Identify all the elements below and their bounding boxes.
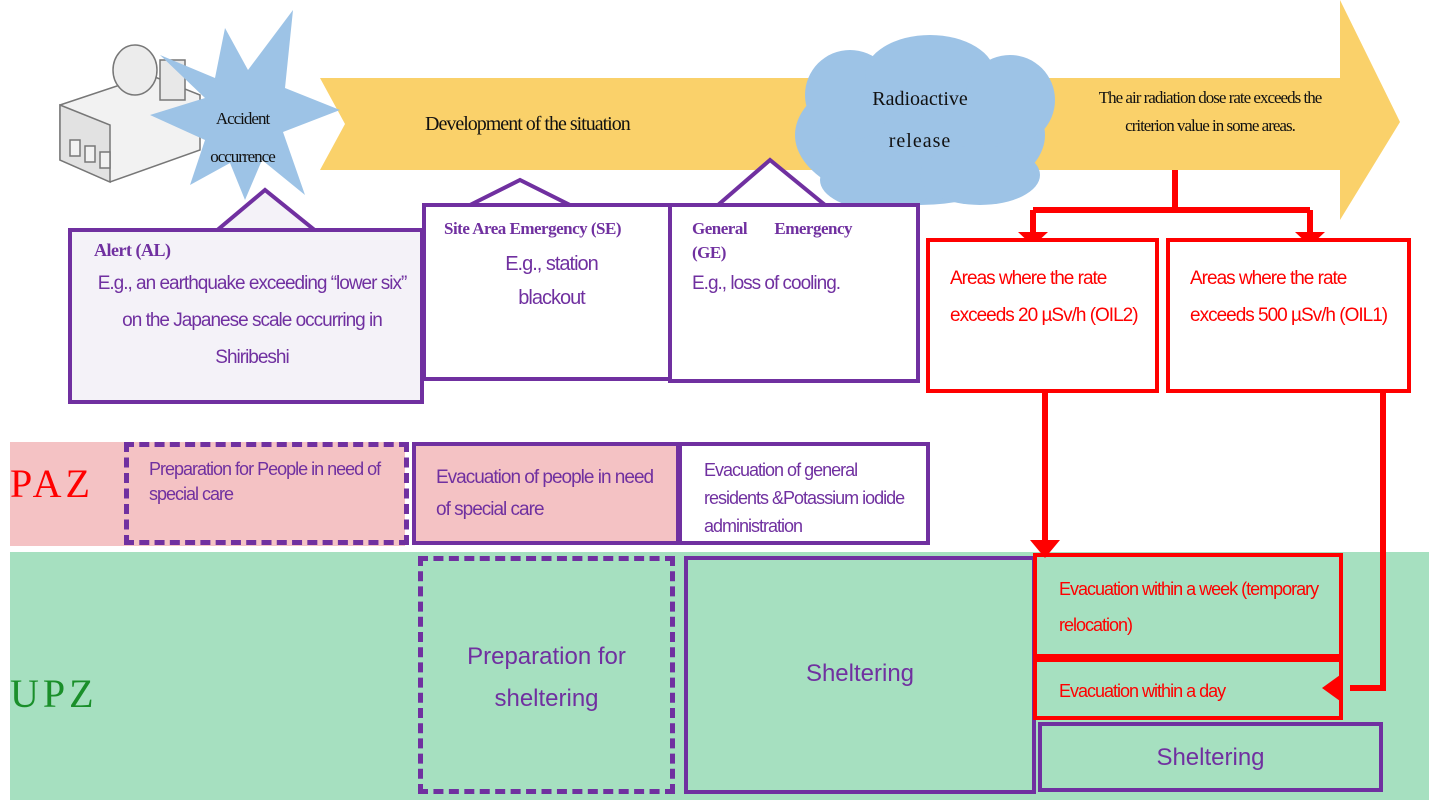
paz-prep-special-care-text: Preparation for People in need of specia… bbox=[149, 459, 381, 504]
alert-al-title: Alert (AL) bbox=[94, 240, 171, 260]
release-label-2: release bbox=[888, 130, 952, 152]
power-plant-icon bbox=[59, 44, 201, 184]
upz-sheltering-2-text: Sheltering bbox=[1156, 744, 1265, 771]
upz-band bbox=[10, 552, 1429, 800]
alert-al-box: Alert (AL) E.g., an earthquake exceeding… bbox=[68, 228, 424, 404]
upz-evac-day-box: Evacuation within a day bbox=[1033, 658, 1343, 720]
upz-evac-day-text: Evacuation within a day bbox=[1059, 681, 1226, 701]
development-label: Development of the situation bbox=[425, 113, 631, 135]
general-emergency-box: General Emergency (GE) E.g., loss of coo… bbox=[668, 203, 920, 383]
red-connectors bbox=[1030, 170, 1386, 691]
ge-example: E.g., loss of cooling. bbox=[692, 273, 841, 294]
paz-band bbox=[10, 442, 405, 546]
criterion-label: The air radiation dose rate exceeds the … bbox=[1098, 88, 1322, 135]
release-cloud bbox=[795, 35, 1055, 210]
alert-al-example: E.g., an earthquake exceeding “lower six… bbox=[97, 273, 408, 368]
upz-zone-label: UPZ bbox=[10, 671, 98, 716]
upz-evac-week-box: Evacuation within a week (temporary relo… bbox=[1033, 553, 1343, 658]
oil2-text: Areas where the rate exceeds 20 µSv/h (O… bbox=[950, 268, 1139, 326]
se-title: Site Area Emergency (SE) bbox=[444, 219, 622, 238]
upz-sheltering-text: Sheltering bbox=[805, 660, 915, 687]
paz-evac-general-text: Evacuation of general residents &Potassi… bbox=[704, 460, 905, 536]
paz-evac-special-care-box: Evacuation of people in need of special … bbox=[412, 442, 680, 545]
upz-prep-sheltering-box: Preparation for sheltering bbox=[418, 556, 675, 794]
ge-title: General Emergency (GE) bbox=[692, 219, 853, 262]
paz-evac-general-box: Evacuation of general residents &Potassi… bbox=[678, 442, 930, 545]
se-example: E.g., station blackout bbox=[505, 253, 599, 309]
paz-prep-special-care-box: Preparation for People in need of specia… bbox=[124, 442, 409, 545]
situation-arrow-notch bbox=[320, 78, 345, 170]
upz-sheltering-box: Sheltering bbox=[684, 556, 1036, 794]
paz-zone-label: PAZ bbox=[10, 461, 94, 506]
oil1-text: Areas where the rate exceeds 500 µSv/h (… bbox=[1190, 268, 1388, 326]
site-area-emergency-box: Site Area Emergency (SE) E.g., station b… bbox=[422, 203, 673, 381]
upz-prep-sheltering-text: Preparation for sheltering bbox=[467, 643, 626, 712]
oil1-area-box: Areas where the rate exceeds 500 µSv/h (… bbox=[1166, 238, 1411, 393]
oil2-area-box: Areas where the rate exceeds 20 µSv/h (O… bbox=[926, 238, 1159, 393]
upz-sheltering-2-box: Sheltering bbox=[1038, 722, 1383, 792]
accident-label: Accident occurrence bbox=[210, 109, 276, 166]
accident-starburst bbox=[150, 10, 340, 200]
paz-evac-special-care-text: Evacuation of people in need of special … bbox=[436, 467, 654, 520]
upz-evac-week-text: Evacuation within a week (temporary relo… bbox=[1059, 579, 1319, 635]
release-label-1: Radioactive bbox=[872, 88, 968, 110]
